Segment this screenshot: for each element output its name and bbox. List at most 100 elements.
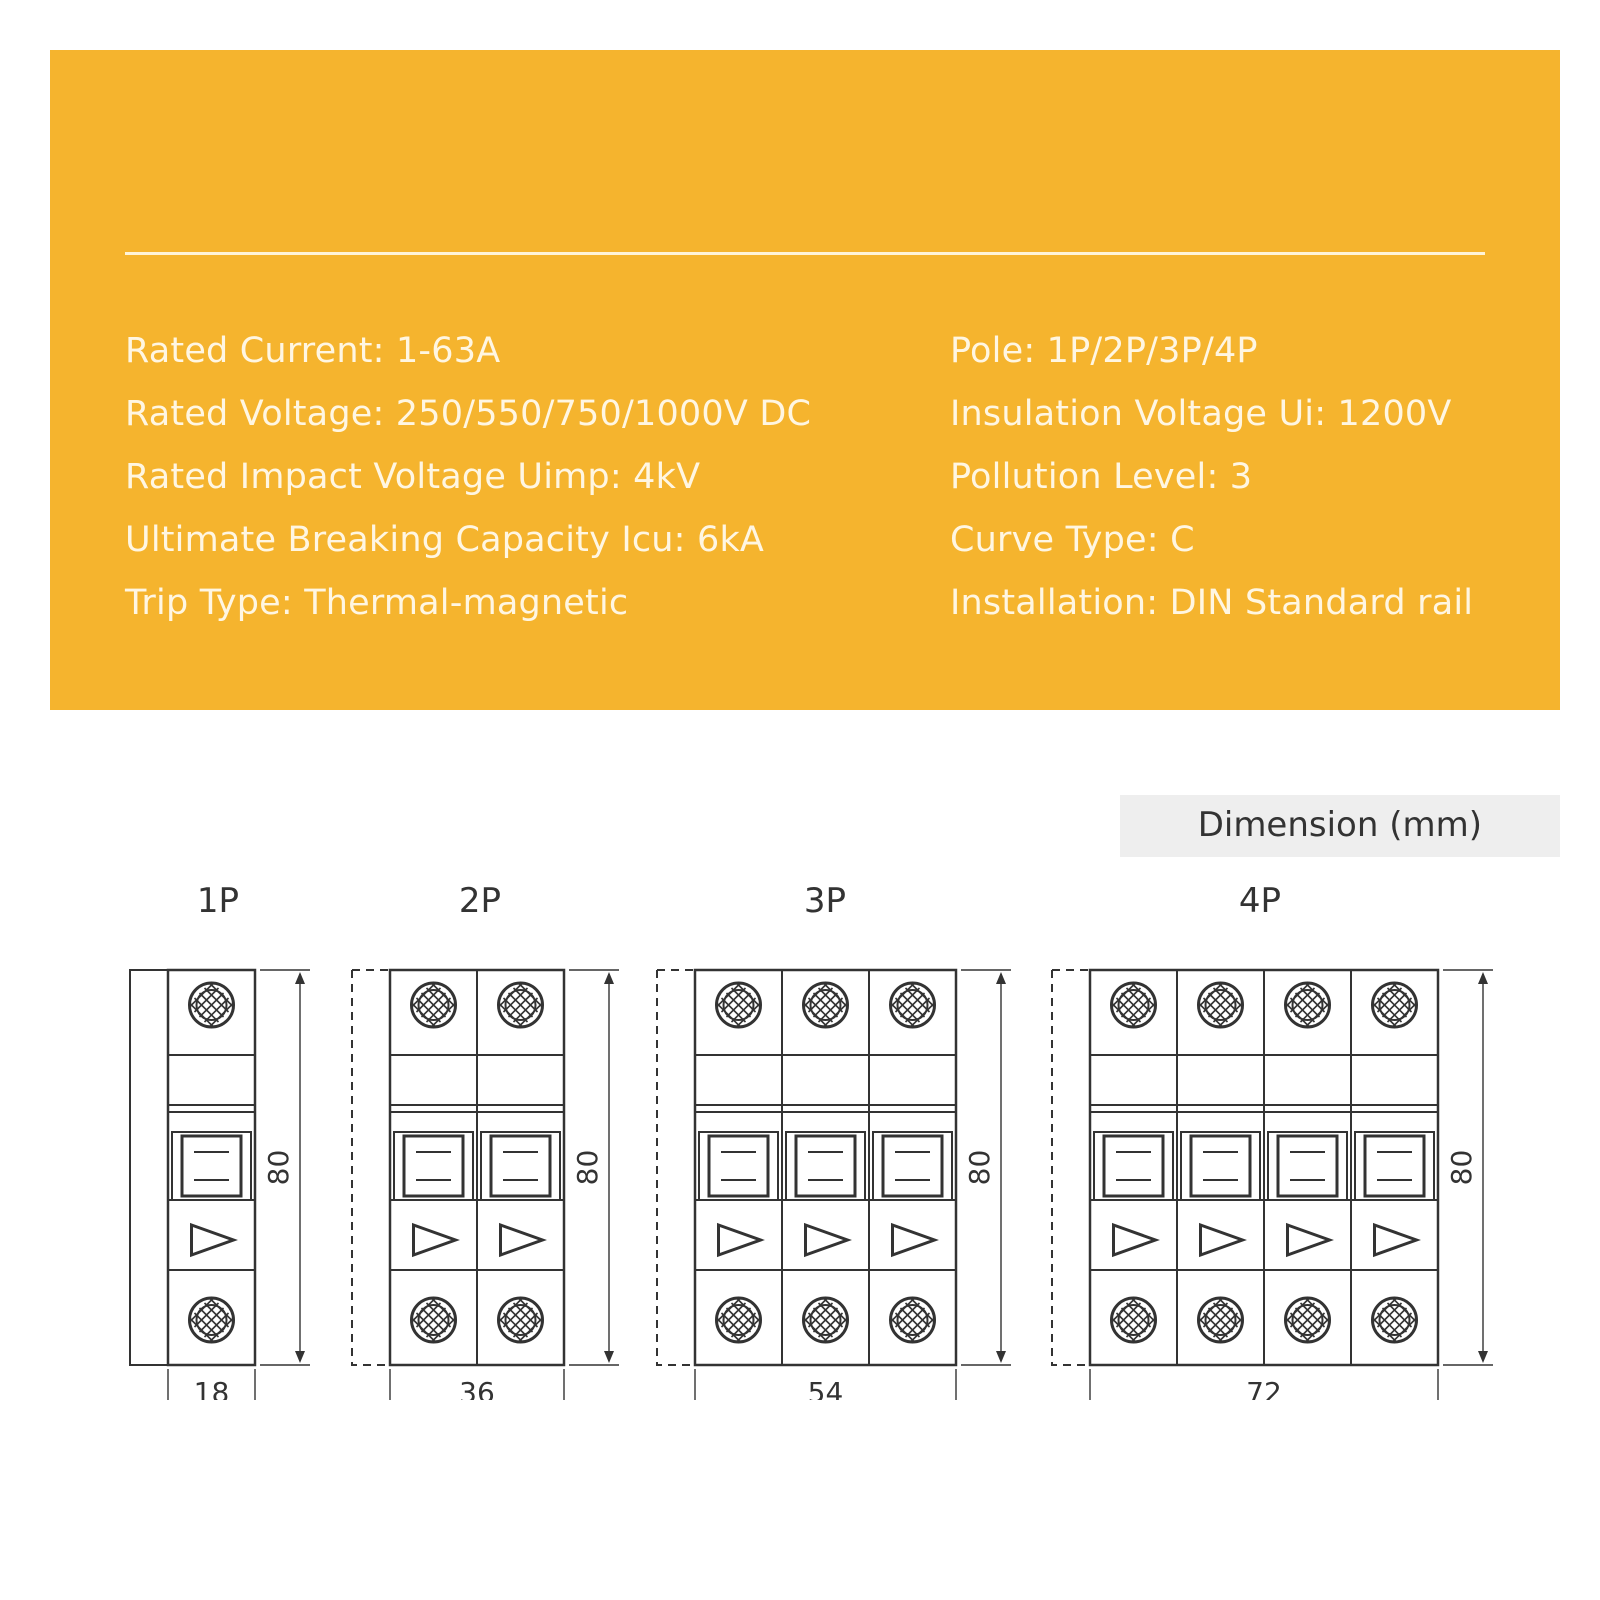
screw-head xyxy=(1117,1304,1150,1336)
toggle-frame xyxy=(171,1131,252,1201)
screw-hatch xyxy=(517,982,544,1008)
screw-outer-ring xyxy=(1371,1296,1418,1344)
terminal-screw-icon xyxy=(802,981,849,1029)
arrow-indicator-icon xyxy=(412,1222,460,1258)
breaker-pole xyxy=(872,981,953,1344)
screw-outer-ring xyxy=(497,981,544,1029)
screw-head xyxy=(195,1304,228,1336)
screw-outer-ring xyxy=(497,1296,544,1344)
screw-hatch xyxy=(430,1317,457,1343)
screw-hatch xyxy=(812,992,839,1018)
screw-hatch xyxy=(1212,997,1239,1023)
screw-hatch xyxy=(899,992,926,1018)
screw-hatch xyxy=(817,997,844,1023)
toggle-frame xyxy=(1267,1131,1348,1201)
toggle-handle xyxy=(180,1134,243,1198)
screw-hatch xyxy=(822,1297,849,1323)
dim-arrowhead xyxy=(1478,1351,1488,1363)
screw-head xyxy=(809,989,842,1021)
screw-hatch xyxy=(420,992,447,1018)
screw-hatch xyxy=(899,1307,926,1333)
screw-hatch xyxy=(203,1302,230,1328)
screw-head xyxy=(896,1304,929,1336)
breaker-pole xyxy=(393,981,474,1344)
screw-hatch xyxy=(1130,1002,1157,1028)
breaker-body xyxy=(166,968,257,1367)
dimension-label: Dimension (mm) xyxy=(1197,805,1482,845)
screw-hatch xyxy=(425,1312,452,1338)
screw-hatch xyxy=(909,982,936,1008)
screw-hatch xyxy=(1299,1312,1326,1338)
screw-hatch xyxy=(1304,982,1331,1008)
screw-head xyxy=(417,1304,450,1336)
toggle-frame xyxy=(1180,1131,1261,1201)
arrow-indicator-icon xyxy=(499,1222,547,1258)
spec-panel: Rated Current: 1-63A Rated Voltage: 250/… xyxy=(50,50,1560,710)
screw-hatch xyxy=(512,987,539,1013)
toggle-frame xyxy=(1354,1131,1435,1201)
toggle-frame xyxy=(872,1131,953,1201)
arrow-indicator-icon xyxy=(1286,1222,1334,1258)
screw-hatch xyxy=(1125,1312,1152,1338)
screw-hatch xyxy=(1217,1297,1244,1323)
pole-label: 2P xyxy=(459,881,501,921)
screw-outer-ring xyxy=(188,1296,235,1344)
screw-outer-ring xyxy=(715,981,762,1029)
screw-hatch xyxy=(425,1302,452,1328)
screw-hatch xyxy=(1299,987,1326,1013)
breaker-body xyxy=(693,968,958,1367)
dim-arrowhead xyxy=(604,972,614,984)
terminal-screw-icon xyxy=(1284,1296,1331,1344)
spec-trip-type: Trip Type: Thermal-magnetic xyxy=(125,583,629,623)
spec-insulation-voltage: Insulation Voltage Ui: 1200V xyxy=(950,394,1452,434)
screw-head xyxy=(809,1304,842,1336)
screw-hatch xyxy=(203,997,230,1023)
screw-outer-ring xyxy=(1110,981,1157,1029)
screw-hatch xyxy=(1207,992,1234,1018)
screw-hatch xyxy=(430,1002,457,1028)
dim-arrowhead xyxy=(295,972,305,984)
screw-hatch xyxy=(1125,997,1152,1023)
breaker-pole xyxy=(480,981,561,1344)
terminal-screw-icon xyxy=(1110,1296,1157,1344)
screw-head xyxy=(1204,989,1237,1021)
terminal-screw-icon xyxy=(410,1296,457,1344)
screw-hatch xyxy=(1294,992,1321,1018)
screw-hatch xyxy=(425,997,452,1023)
screw-outer-ring xyxy=(802,981,849,1029)
screw-hatch xyxy=(1207,1307,1234,1333)
screw-hatch xyxy=(909,1317,936,1343)
screw-hatch xyxy=(725,992,752,1018)
screw-outer-ring xyxy=(889,981,936,1029)
screw-hatch xyxy=(735,1317,762,1343)
arrow-indicator-icon xyxy=(1112,1222,1160,1258)
screw-hatch xyxy=(1304,1002,1331,1028)
terminal-screw-icon xyxy=(188,1296,235,1344)
screw-head xyxy=(1291,1304,1324,1336)
screw-outer-ring xyxy=(1371,981,1418,1029)
toggle-frame xyxy=(393,1131,474,1201)
screw-hatch xyxy=(1120,1307,1147,1333)
screw-hatch xyxy=(1217,1317,1244,1343)
screw-hatch xyxy=(1391,982,1418,1008)
screw-hatch xyxy=(904,987,931,1013)
breaker-pole xyxy=(1180,981,1261,1344)
screw-hatch xyxy=(1212,1312,1239,1338)
screw-head xyxy=(1117,989,1150,1021)
screw-hatch xyxy=(507,1307,534,1333)
screw-hatch xyxy=(208,1297,235,1323)
rail-dashed xyxy=(1051,970,1090,1366)
spec-impact-voltage: Rated Impact Voltage Uimp: 4kV xyxy=(125,457,701,497)
screw-outer-ring xyxy=(1284,1296,1331,1344)
terminal-screw-icon xyxy=(497,1296,544,1344)
screw-hatch xyxy=(1386,987,1413,1013)
width-dimension-value: 72 xyxy=(1246,1376,1282,1400)
screw-hatch xyxy=(1217,982,1244,1008)
height-dimension-value: 80 xyxy=(262,1150,295,1186)
screw-outer-ring xyxy=(1284,981,1331,1029)
screw-hatch xyxy=(817,1312,844,1338)
screw-hatch xyxy=(730,1302,757,1328)
screw-head xyxy=(722,1304,755,1336)
screw-hatch xyxy=(517,1317,544,1343)
